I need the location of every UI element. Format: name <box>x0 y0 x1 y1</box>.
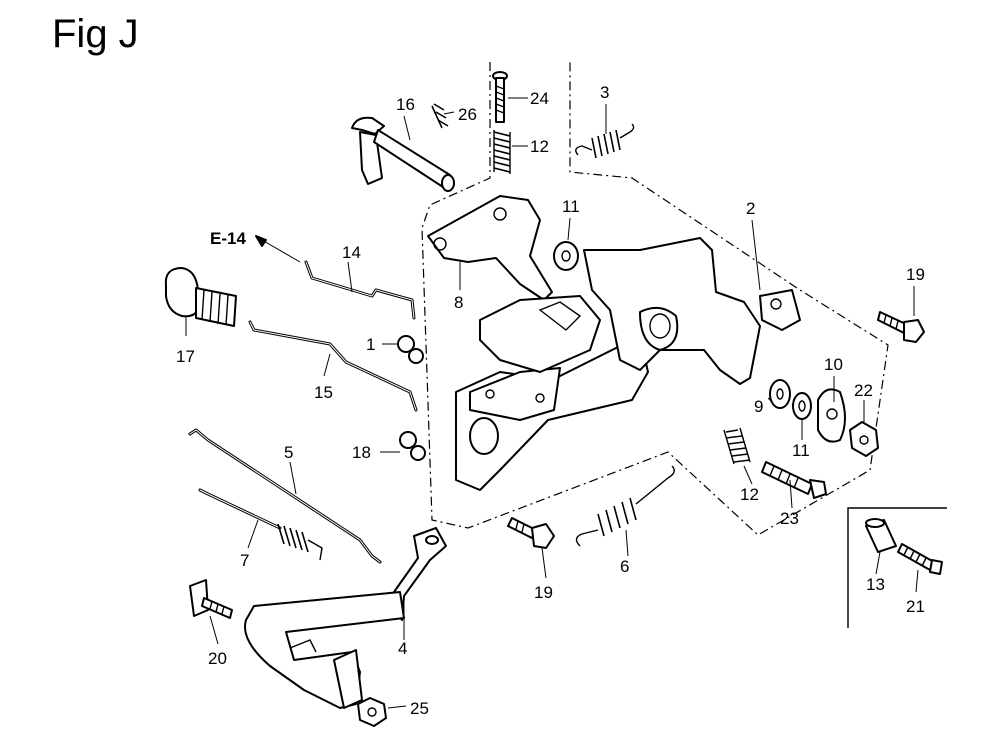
inset-boundary <box>847 507 947 628</box>
callout-6: 6 <box>620 557 629 576</box>
callout-10: 10 <box>824 355 843 374</box>
callout-22: 22 <box>854 381 873 400</box>
callout-19-bottom: 19 <box>534 583 553 602</box>
part-13-collar <box>865 518 897 553</box>
callout-20: 20 <box>208 649 227 668</box>
callout-4: 4 <box>398 639 407 658</box>
part-21-bolt <box>897 543 943 575</box>
callout-25: 25 <box>410 699 429 718</box>
part-7-rod-spring <box>198 488 323 561</box>
part-12-spring-top <box>493 130 511 174</box>
callout-13: 13 <box>866 575 885 594</box>
callout-12-lower: 12 <box>740 485 759 504</box>
callout-labels: 16 26 24 12 3 11 2 19 14 1 15 17 18 5 7 … <box>176 83 925 718</box>
part-6-spring <box>575 465 675 547</box>
part-11-washer-lower <box>792 392 812 420</box>
callout-11-lower: 11 <box>792 441 810 460</box>
callout-12-top: 12 <box>530 137 549 156</box>
part-4-lever <box>244 527 447 709</box>
callout-1: 1 <box>366 335 375 354</box>
part-20-bolt <box>189 579 233 619</box>
callout-5: 5 <box>284 443 293 462</box>
reference-arrow <box>261 239 301 263</box>
part-5-rod <box>188 428 382 564</box>
part-9-washer <box>769 379 791 409</box>
callout-14: 14 <box>342 243 361 262</box>
callout-11-top: 11 <box>562 197 580 216</box>
part-23-bolt <box>761 461 827 499</box>
part-16-choke-lever <box>351 116 455 192</box>
part-3-spring <box>575 123 635 159</box>
part-19-bolt-bottom <box>507 517 555 549</box>
part-25-nut <box>357 697 387 727</box>
callout-3: 3 <box>600 83 609 102</box>
part-17-knob <box>164 267 237 327</box>
callout-21: 21 <box>906 597 925 616</box>
reference-label: E-14 <box>210 229 246 248</box>
callout-24: 24 <box>530 89 549 108</box>
assembly-boundary <box>421 60 889 536</box>
reference-e14: E-14 <box>210 229 301 263</box>
callout-9: 9 <box>754 397 763 416</box>
callout-19-right: 19 <box>906 265 925 284</box>
figure-title: Fig J <box>52 12 139 56</box>
part-14-rod <box>304 260 416 320</box>
callout-2: 2 <box>746 199 755 218</box>
part-19-bolt-right <box>877 311 925 343</box>
leader-lines <box>185 97 919 709</box>
callout-26: 26 <box>458 105 477 124</box>
part-26-spring-pin <box>431 103 449 129</box>
part-12-spring-lower <box>723 427 751 465</box>
part-22-nut <box>849 421 879 457</box>
callout-17: 17 <box>176 347 195 366</box>
callout-18: 18 <box>352 443 371 462</box>
part-15-rod <box>248 320 418 412</box>
part-10-friction-plate <box>817 388 846 443</box>
part-24-screw <box>492 71 508 123</box>
part-11-washer-top <box>553 241 579 271</box>
callout-16: 16 <box>396 95 415 114</box>
callout-8: 8 <box>454 293 463 312</box>
callout-15: 15 <box>314 383 333 402</box>
part-1-clip <box>397 335 424 364</box>
callout-7: 7 <box>240 551 249 570</box>
part-8-control-base <box>427 195 801 491</box>
part-18-clip <box>399 431 426 461</box>
callout-23: 23 <box>780 509 799 528</box>
